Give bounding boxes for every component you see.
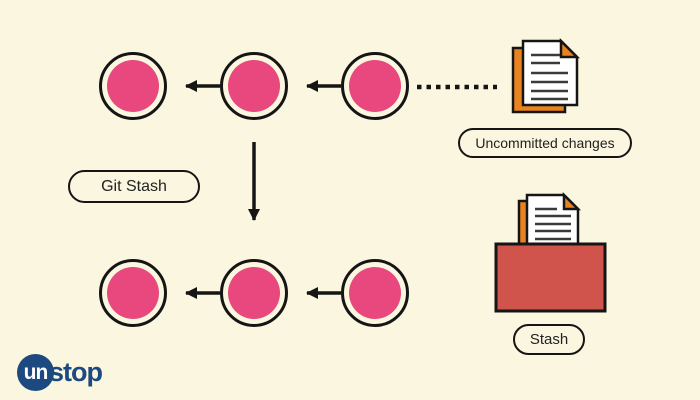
commit-node-top-2 (220, 52, 288, 120)
unstop-logo-circle: un (17, 354, 54, 391)
stash-label: Stash (529, 331, 569, 348)
uncommitted-document-icon (511, 38, 581, 114)
commit-node-bottom-1 (99, 259, 167, 327)
unstop-logo: un stop (17, 354, 103, 391)
unstop-logo-suffix: stop (49, 357, 103, 387)
commit-node-top-1 (99, 52, 167, 120)
unstop-logo-prefix: un (23, 360, 49, 384)
stash-box-icon (494, 191, 607, 313)
git-stash-label-pill: Git Stash (68, 170, 200, 203)
git-stash-label: Git Stash (101, 177, 167, 195)
uncommitted-changes-label: Uncommitted changes (475, 135, 615, 151)
commit-node-top-3 (341, 52, 409, 120)
commit-node-bottom-3 (341, 259, 409, 327)
uncommitted-changes-label-pill: Uncommitted changes (458, 128, 632, 158)
commit-node-bottom-2 (220, 259, 288, 327)
stash-label-pill: Stash (513, 324, 585, 355)
